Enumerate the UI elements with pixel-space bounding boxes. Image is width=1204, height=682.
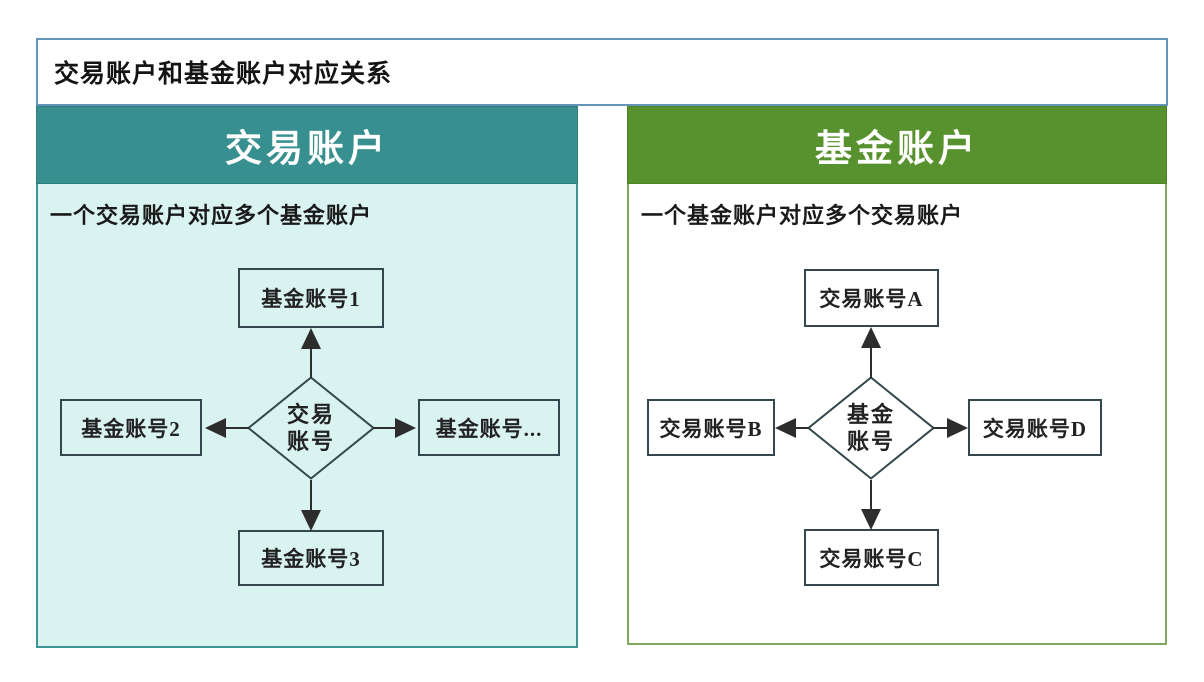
- arrow-down-stem: [870, 480, 872, 510]
- diamond-label-line1: 基金: [846, 402, 895, 427]
- arrow-up-head: [861, 327, 881, 348]
- node-label: 交易账号A: [819, 287, 924, 311]
- node-label: 基金账号2: [81, 416, 181, 441]
- panel-fund-subtitle: 一个基金账户对应多个交易账户: [641, 203, 964, 228]
- diamond-label-line2: 账号: [286, 429, 335, 454]
- node-trading-account-c: 交易账号C: [804, 529, 939, 586]
- node-trading-account-d: 交易账号D: [968, 399, 1102, 456]
- arrow-right-stem: [373, 427, 396, 429]
- panel-fund-body: 一个基金账户对应多个交易账户 交易账号A 交易账号B 交易账号D 交易账号C 基…: [627, 184, 1167, 645]
- panel-trading-subtitle: 一个交易账户对应多个基金账户: [50, 203, 373, 228]
- panel-trading-account: 交易账户 一个交易账户对应多个基金账户 基金账号1 基金账号2 基金账号... …: [36, 106, 578, 648]
- page-title: 交易账户和基金账户对应关系: [54, 61, 393, 88]
- node-fund-account-2: 基金账号2: [60, 399, 202, 456]
- arrow-right-head: [947, 418, 968, 438]
- arrow-left-stem: [226, 427, 249, 429]
- diamond-label-line1: 交易: [286, 402, 335, 427]
- node-fund-account-3: 基金账号3: [238, 530, 384, 586]
- diamond-fund-account-shape: [807, 376, 935, 480]
- arrow-right-stem: [933, 427, 948, 429]
- node-label: 基金账号3: [261, 547, 361, 571]
- diamond-fund-account-label: 基金 账号: [807, 376, 935, 480]
- node-label: 交易账号D: [982, 416, 1088, 441]
- diamond-trading-account-label: 交易 账号: [247, 376, 375, 480]
- title-band: 交易账户和基金账户对应关系: [36, 38, 1168, 106]
- arrow-down-head: [301, 510, 321, 531]
- arrow-left-head: [775, 418, 796, 438]
- arrow-up-stem: [870, 347, 872, 378]
- arrow-down-stem: [310, 480, 312, 511]
- arrow-left-head: [205, 418, 226, 438]
- node-label: 交易账号B: [659, 416, 763, 441]
- panel-trading-title: 交易账户: [225, 129, 389, 170]
- node-trading-account-b: 交易账号B: [647, 399, 775, 456]
- arrow-right-head: [395, 418, 416, 438]
- node-fund-account-1: 基金账号1: [238, 268, 384, 328]
- panel-fund-title: 基金账户: [815, 129, 979, 170]
- panel-fund-account: 基金账户 一个基金账户对应多个交易账户 交易账号A 交易账号B 交易账号D 交易…: [627, 106, 1167, 645]
- arrow-left-stem: [795, 427, 809, 429]
- arrow-up-head: [301, 328, 321, 349]
- node-label: 基金账号1: [261, 287, 361, 311]
- arrow-down-head: [861, 509, 881, 530]
- node-fund-account-etc: 基金账号...: [418, 399, 560, 456]
- node-trading-account-a: 交易账号A: [804, 269, 939, 327]
- panel-trading-body: 一个交易账户对应多个基金账户 基金账号1 基金账号2 基金账号... 基金账号3…: [36, 184, 578, 648]
- arrow-up-stem: [310, 348, 312, 378]
- node-label: 交易账号C: [819, 546, 924, 571]
- panel-trading-header: 交易账户: [36, 106, 578, 184]
- node-label: 基金账号...: [435, 416, 543, 441]
- diamond-label-line2: 账号: [846, 429, 895, 454]
- diamond-trading-account-shape: [247, 376, 375, 480]
- panel-fund-header: 基金账户: [627, 106, 1167, 184]
